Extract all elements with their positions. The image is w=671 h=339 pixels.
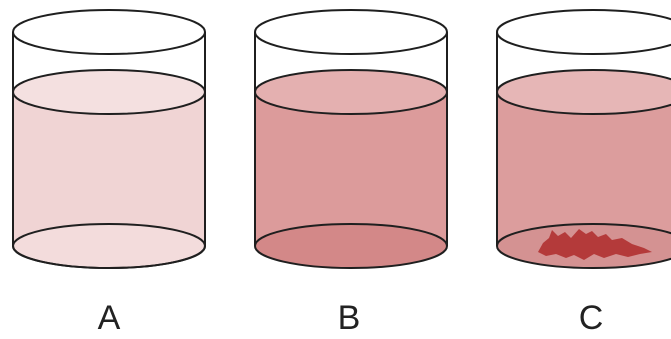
beaker-a-top-rim (13, 10, 205, 54)
beaker-c-top-rim (497, 10, 671, 54)
beaker-label-b: B (338, 299, 361, 337)
beaker-c (497, 10, 671, 268)
beaker-a-liquid-surface (13, 70, 205, 114)
beaker-a (13, 10, 205, 268)
beaker-label-c: C (579, 299, 604, 337)
beaker-c-liquid-surface (497, 70, 671, 114)
beaker-b-bottom-ellipse (255, 224, 447, 268)
beaker-b-top-rim (255, 10, 447, 54)
beaker-label-a: A (98, 299, 121, 337)
beaker-b (255, 10, 447, 268)
beaker-b-liquid-surface (255, 70, 447, 114)
